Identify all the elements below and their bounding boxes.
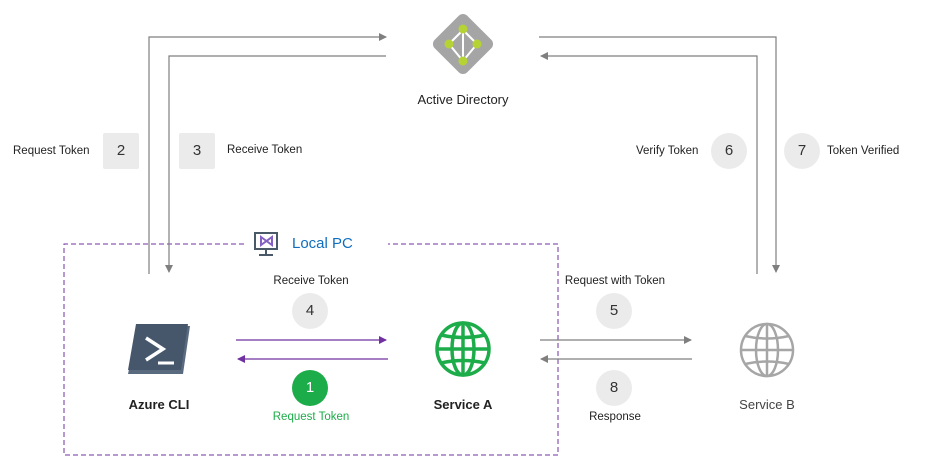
step-3-label: Receive Token <box>227 144 303 156</box>
active-directory-icon <box>432 13 494 75</box>
step-4-badge: 4 <box>292 293 328 329</box>
local-pc-title: Local PC <box>292 235 353 252</box>
powershell-terminal-icon <box>128 324 190 374</box>
local-pc-boundary <box>63 243 559 456</box>
service-a-label: Service A <box>433 397 493 412</box>
step-8-badge: 8 <box>596 370 632 406</box>
step-1-badge: 1 <box>292 370 328 406</box>
step-7-label: Token Verified <box>827 145 900 157</box>
azure-cli-label: Azure CLI <box>128 397 190 412</box>
arrow-verify-token-to-ad <box>540 52 758 274</box>
step-2-badge: 2 <box>103 133 139 169</box>
step-5-label: Request with Token <box>564 275 666 287</box>
service-b-globe-icon <box>739 322 795 378</box>
step-3-badge: 3 <box>179 133 215 169</box>
step-4-label: Receive Token <box>273 275 349 287</box>
arrow-token-verified-from-ad <box>539 36 780 273</box>
step-2-label: Request Token <box>13 145 90 157</box>
step-5-badge: 5 <box>596 293 632 329</box>
arrow-request-token-to-ad <box>148 33 387 274</box>
step-8-label: Response <box>589 411 641 423</box>
arrow-receive-token-from-ad <box>165 55 386 273</box>
active-directory-label: Active Directory <box>417 92 509 107</box>
service-a-globe-icon <box>435 321 491 377</box>
service-b-label: Service B <box>739 397 795 412</box>
step-6-label: Verify Token <box>636 145 699 157</box>
step-1-label: Request Token <box>272 411 350 423</box>
visual-studio-monitor-icon <box>254 232 278 256</box>
step-7-badge: 7 <box>784 133 820 169</box>
step-6-badge: 6 <box>711 133 747 169</box>
